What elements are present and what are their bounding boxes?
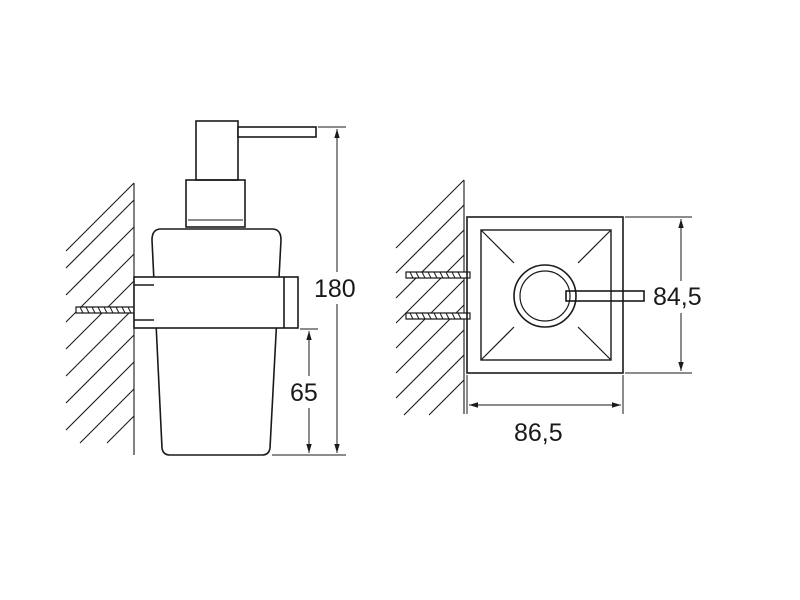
dimension-label-bracket-height: 65 [290, 379, 318, 407]
screw-top-lower [405, 312, 471, 320]
top-view: 84,5 86,5 [395, 179, 718, 447]
wall-hatching-left [65, 182, 135, 455]
bevel-lines [480, 229, 612, 361]
pump-top-inner-circle [519, 270, 571, 322]
screw-top-upper [405, 271, 471, 279]
wall-hatching-right [395, 179, 465, 416]
dimension-label-width: 86,5 [514, 419, 563, 447]
extension-lines-side [272, 126, 346, 456]
pump-head [195, 120, 317, 181]
bracket-square-outer [466, 216, 624, 374]
extension-lines-top [466, 216, 692, 414]
dimension-label-depth: 84,5 [653, 283, 702, 311]
bracket-square-inner [480, 229, 612, 361]
pump-collar [185, 179, 246, 228]
dimension-label-total-height: 180 [314, 275, 356, 303]
wall-bracket-side [133, 276, 299, 329]
pump-spout-top [565, 290, 645, 302]
screw-side [75, 306, 141, 314]
bottle [151, 228, 282, 456]
pump-top-circle [513, 264, 577, 328]
side-view: 180 65 [65, 120, 364, 456]
